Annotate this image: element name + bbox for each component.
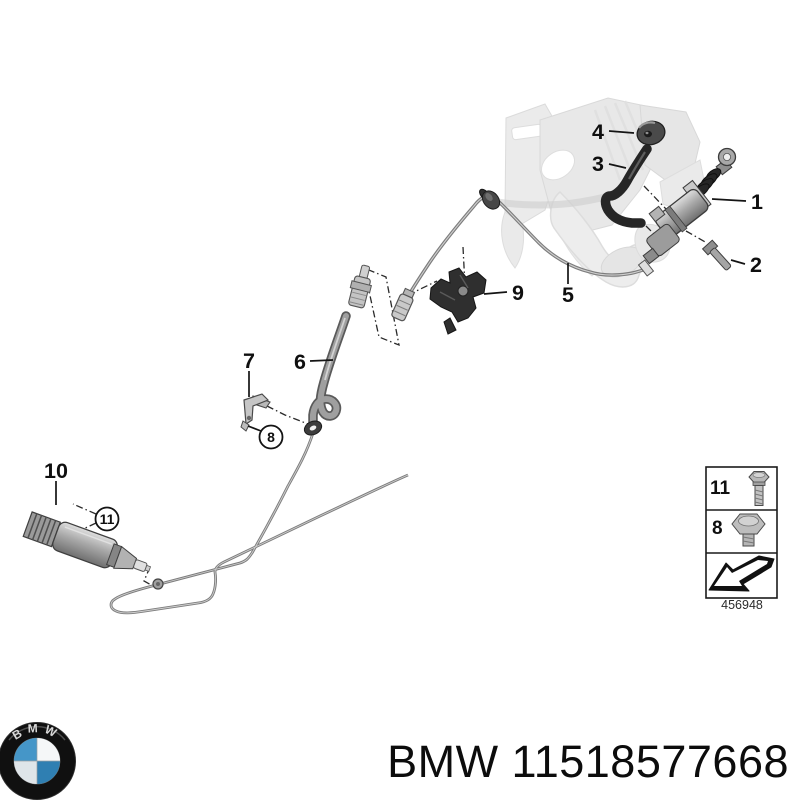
clevis-pin [701, 239, 732, 271]
clutch-hose [308, 311, 351, 429]
svg-text:8: 8 [267, 429, 275, 445]
callout-6: 6 [294, 350, 306, 374]
bmw-logo: BMW [0, 721, 76, 800]
legend-item-8-label: 8 [712, 518, 723, 539]
slave-cylinder-pipe [109, 432, 409, 615]
callout-3: 3 [592, 152, 604, 176]
quick-connector [391, 287, 416, 322]
callout-11-circle: 11 [94, 506, 120, 532]
callout-7: 7 [243, 349, 255, 373]
clamp-bracket [240, 393, 271, 432]
callout-2: 2 [750, 253, 762, 277]
diagram-number: 456948 [721, 598, 763, 612]
bulkhead-grommet [636, 120, 666, 146]
assembly-indicator-lines [72, 185, 708, 587]
pipe-grommet [479, 188, 501, 210]
holder-bracket [429, 267, 487, 335]
faded-pedal-assembly [496, 97, 707, 288]
clutch-master-cylinder [637, 147, 737, 277]
callout-5: 5 [562, 283, 574, 307]
hose-grommet [303, 420, 323, 436]
part-number-caption: BMW 11518577668 [387, 736, 789, 787]
hose-end-fitting [348, 264, 373, 309]
svg-text:11: 11 [100, 511, 115, 527]
leader-lines [55, 130, 747, 505]
flange-bolt-icon [731, 513, 766, 547]
footer: BMW BMW 11518577668 [0, 721, 789, 800]
direction-arrow-icon [708, 555, 775, 592]
legend-item-11-label: 11 [710, 478, 731, 499]
clutch-slave-cylinder [22, 511, 152, 572]
callout-8-circle: 8 [258, 424, 284, 450]
fastener-legend: 11 8 456948 [705, 466, 778, 612]
flare-nut [152, 578, 164, 590]
callout-4: 4 [592, 120, 604, 144]
callout-labels: 1 2 3 4 5 6 7 8 9 10 11 [44, 120, 763, 532]
callout-9: 9 [512, 281, 524, 305]
callout-10: 10 [44, 459, 68, 483]
long-bolt-icon [748, 471, 770, 506]
feed-hose [600, 144, 652, 228]
callout-1: 1 [751, 190, 763, 214]
